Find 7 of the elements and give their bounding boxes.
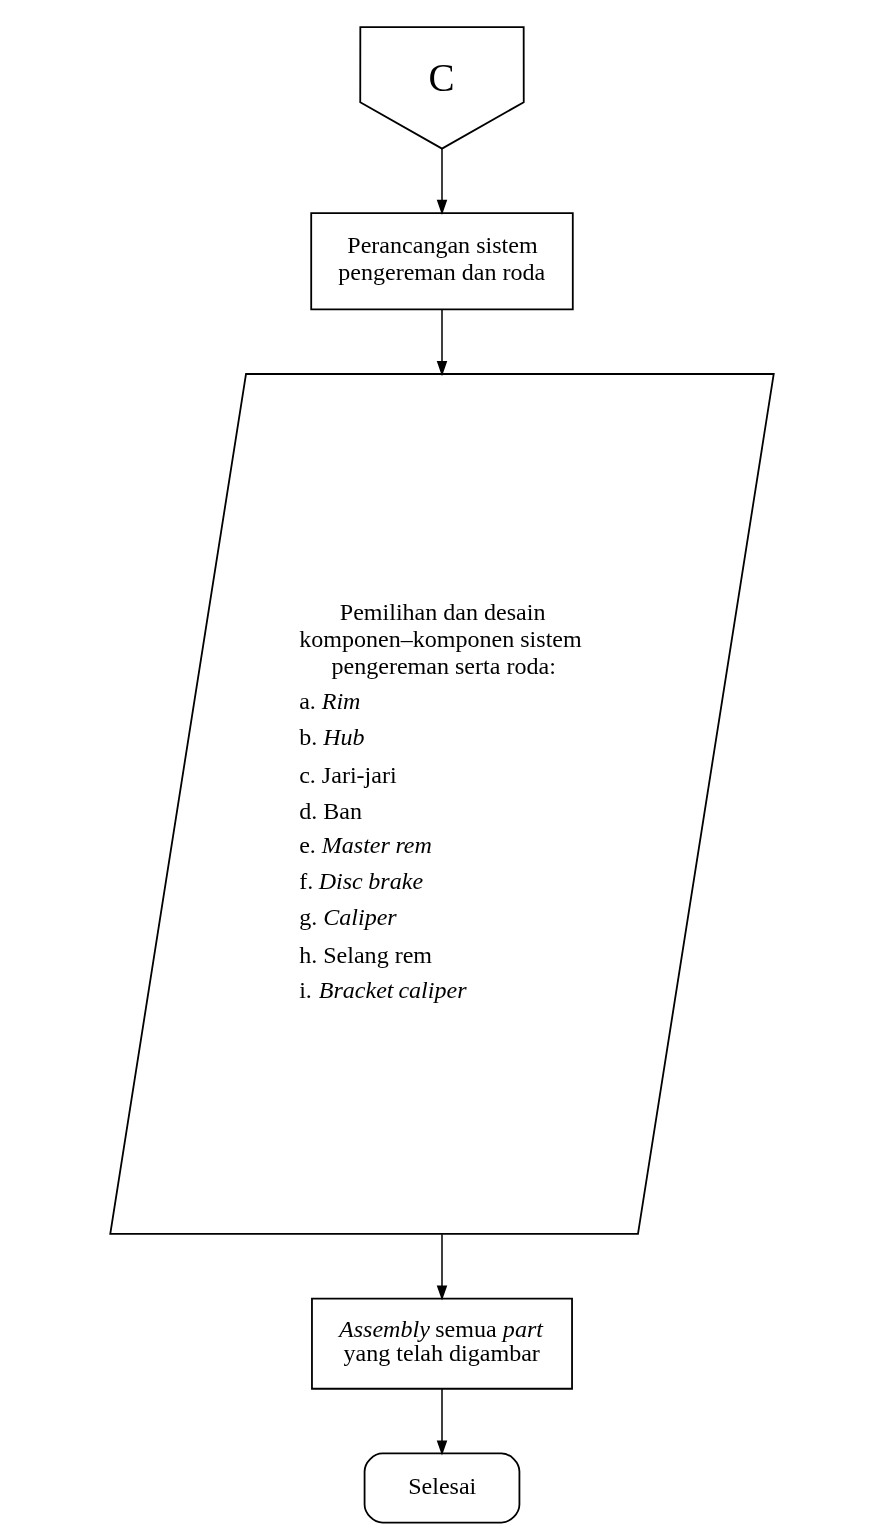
arrow bbox=[436, 148, 448, 215]
arrow bbox=[436, 308, 448, 377]
arrow bbox=[436, 1233, 448, 1301]
arrow bbox=[436, 1388, 448, 1456]
node-box: Selesai bbox=[363, 1452, 521, 1524]
node-box: Perancangan sistem pengereman dan roda bbox=[310, 212, 574, 311]
node-box: Assembly semua part yang telah digambar bbox=[311, 1297, 573, 1390]
